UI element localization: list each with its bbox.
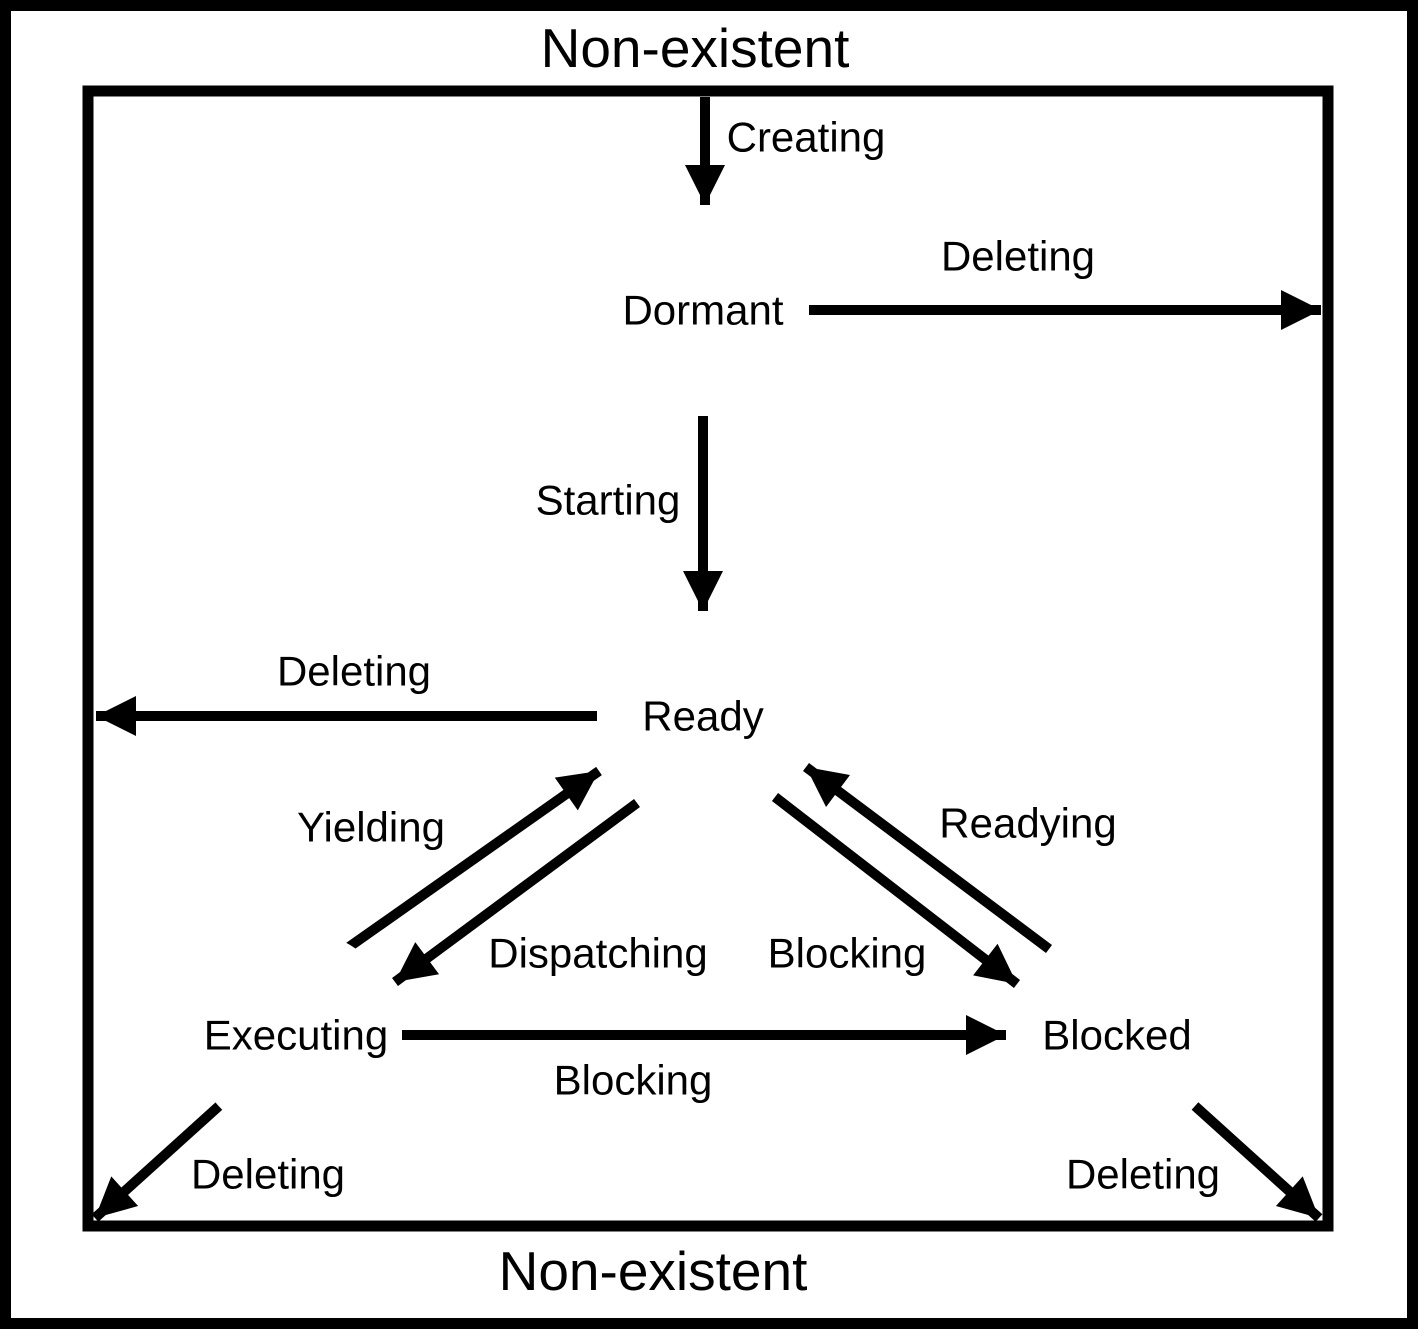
nonexistent-top-label: Non-existent (541, 17, 850, 79)
state-dormant-circle (598, 205, 808, 415)
transition-deleting-executing-arrow (91, 1102, 223, 1222)
state-executing-circle (191, 930, 401, 1140)
transition-blocking-ready-arrow (771, 793, 1021, 988)
transition-deleting-blocked-label: Deleting (1066, 1151, 1220, 1198)
transition-yielding-arrow (346, 766, 602, 952)
state-ready-label: Ready (642, 693, 763, 740)
transition-deleting-dormant-label: Deleting (941, 233, 1095, 280)
transition-dispatching-arrow (392, 798, 640, 987)
transition-starting-label: Starting (536, 477, 681, 524)
transition-blocking-ready-label: Blocking (768, 930, 927, 977)
state-ready-circle (598, 611, 808, 821)
state-blocked-label: Blocked (1042, 1012, 1191, 1059)
inner-border (82, 85, 1334, 1232)
transition-readying-label: Readying (939, 800, 1116, 847)
transition-dispatching-label: Dispatching (488, 930, 707, 977)
state-blocked-circle (1012, 930, 1222, 1140)
nonexistent-bottom-label: Non-existent (499, 1240, 808, 1302)
transition-blocking-executing-label: Blocking (554, 1057, 713, 1104)
transition-deleting-ready-label: Deleting (277, 648, 431, 695)
state-dormant-label: Dormant (622, 287, 783, 334)
transition-readying-arrow (803, 762, 1052, 954)
transition-creating-label: Creating (727, 114, 886, 161)
transition-deleting-executing-label: Deleting (191, 1151, 345, 1198)
transition-deleting-blocked-arrow (1191, 1102, 1323, 1222)
transition-yielding-label: Yielding (297, 804, 445, 851)
state-executing-label: Executing (204, 1012, 388, 1059)
